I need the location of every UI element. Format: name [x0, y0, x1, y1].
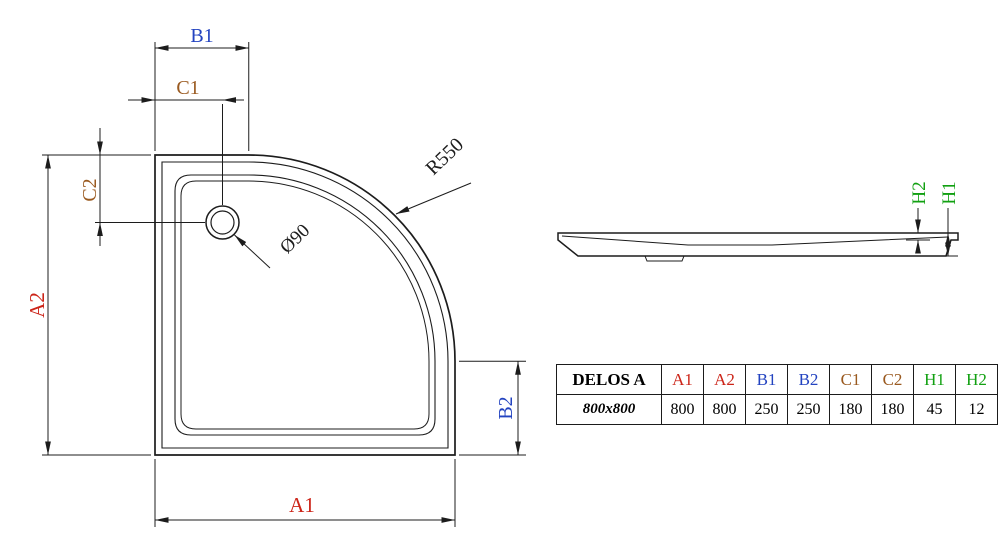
dimension-lines-top-view: [42, 42, 526, 527]
side-drain-trap: [644, 255, 685, 262]
dim-c2: [95, 128, 205, 246]
table-header-h2: H2: [955, 364, 998, 395]
table-value-c2: 180: [871, 394, 914, 425]
dim-label-h2: H2: [909, 181, 930, 204]
tray-outer-edge: [154, 154, 456, 456]
dim-label-b1: B1: [190, 25, 213, 47]
dim-label-c1: C1: [176, 77, 199, 99]
table-data-row: 800x800 800 800 250 250 180 180 45 12: [556, 394, 998, 425]
dim-a1: [154, 459, 456, 527]
radius-leader-line: [395, 182, 472, 215]
dimension-lines-side-view: [906, 208, 958, 257]
table-value-c1: 180: [829, 394, 872, 425]
dim-b1: [154, 42, 250, 151]
table-header-h1: H1: [913, 364, 956, 395]
side-basin-floor-line: [561, 235, 949, 246]
dim-a2: [42, 154, 151, 456]
table-header-row: DELOS A A1 A2 B1 B2 C1 C2 H1 H2: [556, 364, 998, 395]
dimension-table: DELOS A A1 A2 B1 B2 C1 C2 H1 H2 800x800 …: [556, 364, 998, 425]
table-size-cell: 800x800: [556, 394, 662, 425]
table-value-b2: 250: [787, 394, 830, 425]
dim-label-a2: A2: [25, 292, 49, 318]
table-value-h2: 12: [955, 394, 998, 425]
radius-label: R550: [422, 134, 468, 180]
dim-label-b2: B2: [495, 396, 517, 419]
dim-h2: [906, 208, 930, 254]
tray-top-view: [154, 154, 456, 456]
dim-label-h1: H1: [939, 181, 960, 204]
table-header-c1: C1: [829, 364, 872, 395]
tray-basin-outer-edge: [174, 174, 436, 436]
tray-basin-inner-edge: [180, 180, 430, 430]
table-value-a2: 800: [703, 394, 746, 425]
dim-h1: [938, 208, 958, 257]
table-header-c2: C2: [871, 364, 914, 395]
tray-rim-inner-edge: [161, 161, 449, 449]
table-header-model: DELOS A: [556, 364, 662, 395]
table-header-a2: A2: [703, 364, 746, 395]
table-header-b1: B1: [745, 364, 788, 395]
table-header-b2: B2: [787, 364, 830, 395]
drain-inner-circle: [210, 210, 235, 235]
dim-label-c2: C2: [79, 178, 101, 201]
table-header-a1: A1: [661, 364, 704, 395]
table-value-b1: 250: [745, 394, 788, 425]
dim-label-a1: A1: [289, 493, 315, 517]
dim-b2: [459, 360, 526, 456]
tray-side-view: [557, 232, 959, 262]
table-value-h1: 45: [913, 394, 956, 425]
table-value-a1: 800: [661, 394, 704, 425]
dim-c1: [128, 97, 244, 205]
drain-leader-line: [234, 234, 271, 269]
